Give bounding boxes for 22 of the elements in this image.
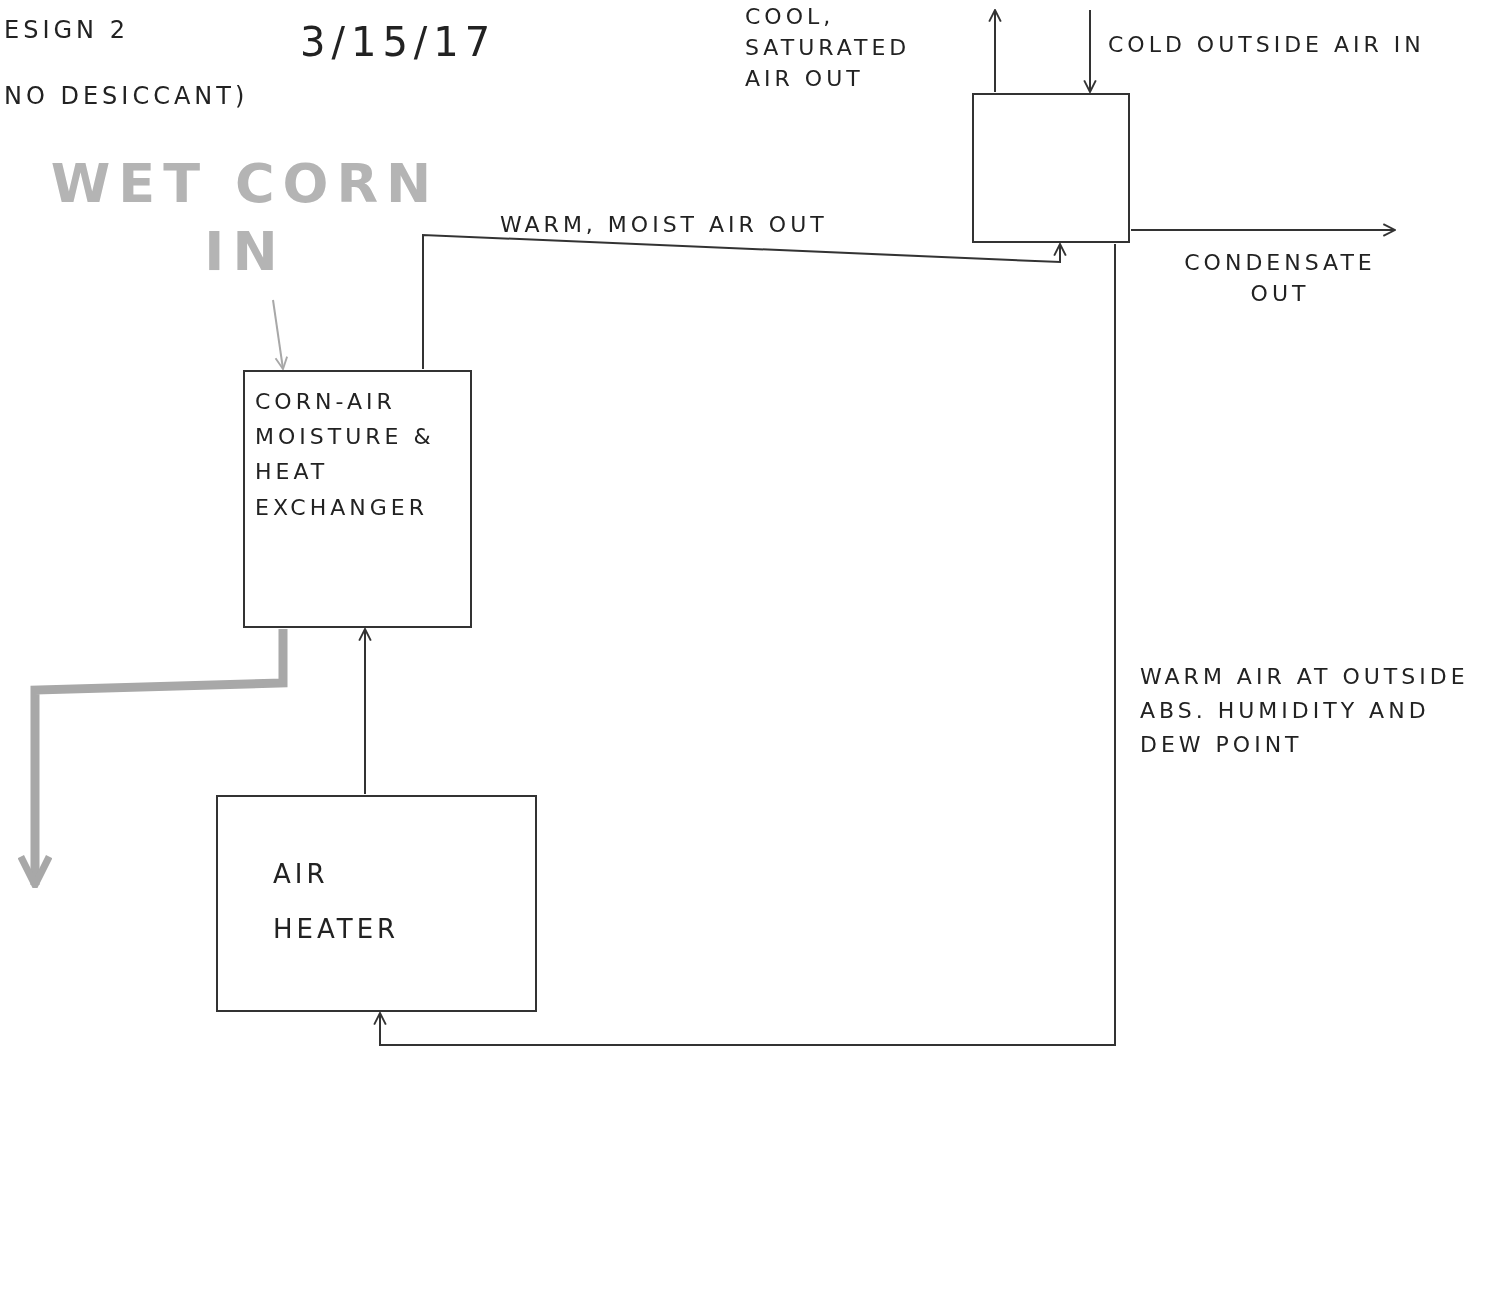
arrow: [17, 629, 288, 889]
edge-label: WARM, MOIST AIR OUT: [500, 211, 829, 239]
edge-label: COLD OUTSIDE AIR IN: [1108, 31, 1426, 59]
process-box: [243, 370, 472, 628]
node-label: AIR HEATER: [272, 858, 401, 946]
arrow: [422, 233, 1067, 370]
title-label: ESIGN 2: [4, 15, 129, 46]
arrow: [358, 628, 372, 795]
process-box: [216, 795, 537, 1012]
node-label: CORN-AIR MOISTURE & HEAT EXCHANGER: [254, 388, 436, 522]
title-label: NO DESICCANT): [4, 81, 249, 112]
arrow: [988, 9, 1002, 93]
process-box: [972, 93, 1130, 243]
arrow: [373, 243, 1116, 1046]
edge-label: WARM AIR AT OUTSIDE ABS. HUMIDITY AND DEW POINT: [1140, 663, 1470, 760]
date-label: 3/15/17: [300, 18, 497, 67]
edge-label: COOL, SATURATED AIR OUT: [745, 3, 912, 93]
arrow: [272, 299, 289, 370]
node-label: WET CORN IN: [49, 151, 441, 285]
arrow: [1083, 9, 1097, 93]
edge-label: CONDENSATE OUT: [1183, 249, 1377, 308]
arrow: [1130, 223, 1396, 237]
